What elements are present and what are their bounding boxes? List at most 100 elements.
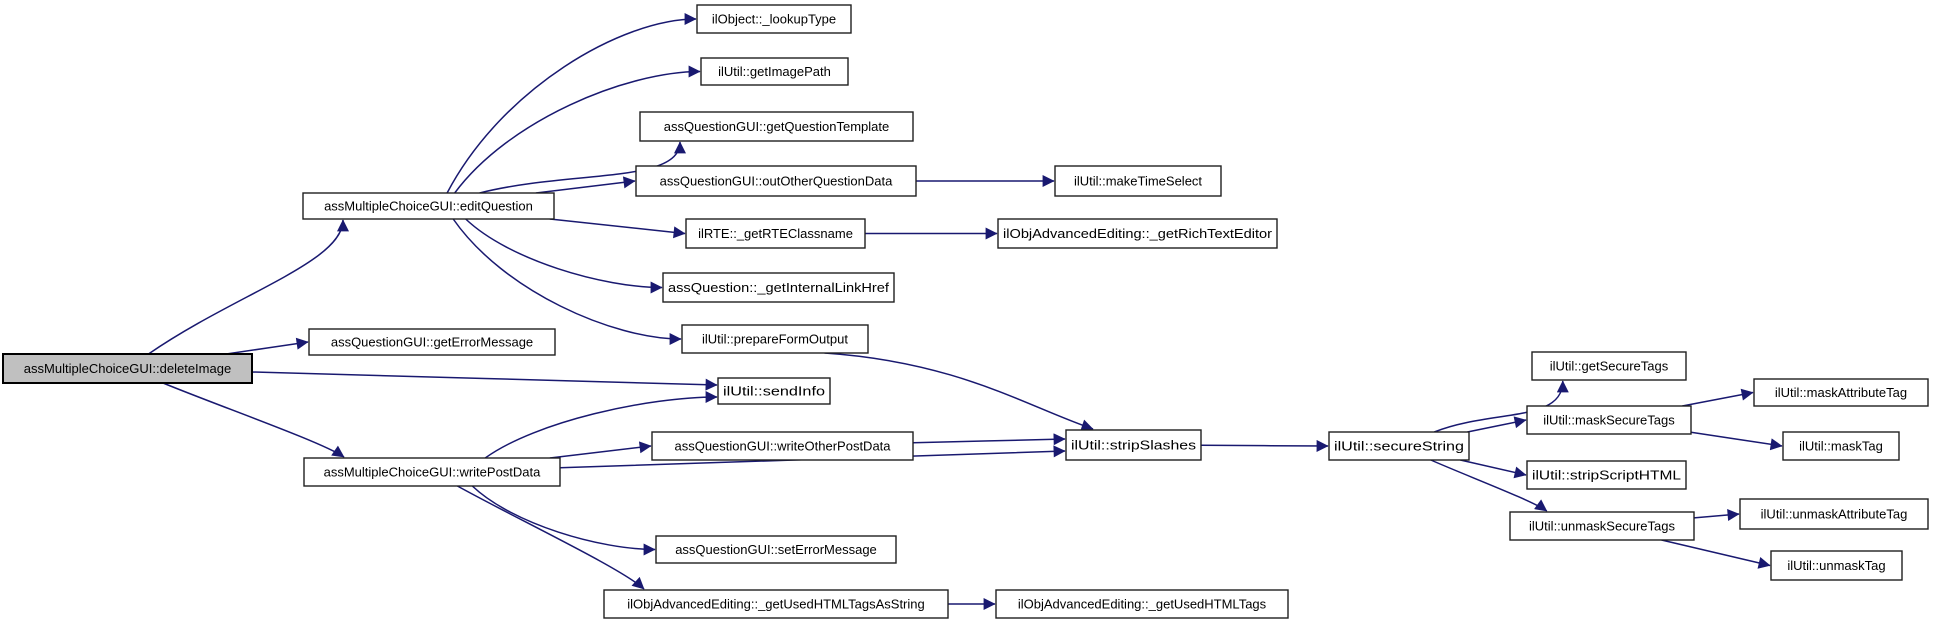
edge-deleteImage-to-getErrorMessage: [226, 337, 309, 355]
node-box: [1531, 351, 1687, 381]
node-label: ilObjAdvancedEditing::_getUsedHTMLTagsAs…: [627, 597, 924, 612]
edge-secureString-to-getSecureTags: [1434, 380, 1569, 433]
edge-unmaskSecureTags-to-unmaskAttributeTag: [1693, 509, 1740, 521]
edge-writePostData-to-sendInfo: [484, 391, 718, 459]
node-label: ilUtil::maskSecureTags: [1543, 413, 1675, 428]
node-makeTimeSelect[interactable]: ilUtil::makeTimeSelect: [1054, 165, 1222, 197]
node-stripSlashes[interactable]: ilUtil::stripSlashes: [1065, 429, 1202, 461]
node-label: ilUtil::prepareFormOutput: [702, 332, 848, 347]
node-editQuestion[interactable]: assMultipleChoiceGUI::editQuestion: [302, 192, 555, 220]
node-label: ilUtil::unmaskSecureTags: [1529, 519, 1675, 534]
node-box: [655, 535, 897, 564]
node-label: ilUtil::maskAttributeTag: [1775, 385, 1907, 400]
node-getRichTextEditor[interactable]: ilObjAdvancedEditing::_getRichTextEditor: [997, 218, 1278, 249]
edge-editQuestion-to-getImagePath: [454, 65, 701, 194]
node-writeOtherPostData[interactable]: assQuestionGUI::writeOtherPostData: [651, 431, 914, 461]
node-outOtherQuestionData[interactable]: assQuestionGUI::outOtherQuestionData: [635, 165, 917, 197]
node-label: ilUtil::stripScriptHTML: [1532, 468, 1681, 483]
node-unmaskAttributeTag[interactable]: ilUtil::unmaskAttributeTag: [1739, 498, 1929, 530]
node-label: ilUtil::stripSlashes: [1071, 438, 1197, 453]
node-getInternalLinkHref[interactable]: assQuestion::_getInternalLinkHref: [662, 272, 895, 303]
node-box: [1753, 378, 1929, 407]
edge-maskSecureTags-to-maskAttributeTag: [1682, 388, 1754, 407]
node-box: [1054, 165, 1222, 197]
node-box: [1509, 511, 1695, 541]
node-box: [1739, 498, 1929, 530]
node-label: ilObject::_lookupType: [712, 12, 836, 27]
node-prepareFormOutput[interactable]: ilUtil::prepareFormOutput: [681, 324, 869, 354]
node-unmaskTag[interactable]: ilUtil::unmaskTag: [1770, 550, 1903, 581]
node-getImagePath[interactable]: ilUtil::getImagePath: [700, 57, 849, 86]
node-box: [1782, 431, 1900, 461]
node-stripScriptHTML[interactable]: ilUtil::stripScriptHTML: [1526, 460, 1687, 490]
edge-writePostData-to-setErrorMessage: [471, 485, 656, 556]
node-label: ilUtil::getImagePath: [718, 64, 831, 79]
node-box: [662, 272, 895, 303]
node-label: ilUtil::unmaskTag: [1787, 558, 1885, 573]
edge-editQuestion-to-getInternalLinkHref: [465, 218, 663, 294]
edge-writePostData-to-getUsedHTMLTagsAsString: [457, 485, 645, 590]
node-sendInfo[interactable]: ilUtil::sendInfo: [717, 377, 831, 405]
node-maskSecureTags[interactable]: ilUtil::maskSecureTags: [1526, 405, 1692, 435]
node-box: [1328, 431, 1470, 461]
node-label: assQuestion::_getInternalLinkHref: [668, 280, 889, 295]
node-getSecureTags[interactable]: ilUtil::getSecureTags: [1531, 351, 1687, 381]
node-maskTag[interactable]: ilUtil::maskTag: [1782, 431, 1900, 461]
node-label: ilRTE::_getRTEClassname: [698, 226, 853, 241]
node-label: assQuestionGUI::getErrorMessage: [331, 335, 533, 350]
edge-unmaskSecureTags-to-unmaskTag: [1661, 539, 1771, 569]
node-box: [302, 192, 555, 220]
edge-editQuestion-to-outOtherQuestionData: [535, 176, 636, 194]
node-label: ilUtil::getSecureTags: [1550, 359, 1669, 374]
node-box: [1526, 405, 1692, 435]
node-box: [635, 165, 917, 197]
edge-editQuestion-to-prepareFormOutput: [452, 218, 682, 345]
node-box: [681, 324, 869, 354]
edge-maskSecureTags-to-maskTag: [1690, 431, 1783, 451]
node-box: [308, 328, 556, 356]
node-box: [696, 4, 852, 34]
edge-writeOtherPostData-to-stripSlashes: [912, 433, 1066, 446]
node-box: [639, 111, 914, 142]
node-secureString[interactable]: ilUtil::secureString: [1328, 431, 1470, 461]
node-maskAttributeTag[interactable]: ilUtil::maskAttributeTag: [1753, 378, 1929, 407]
node-box: [651, 431, 914, 461]
node-deleteImage[interactable]: assMultipleChoiceGUI::deleteImage: [2, 353, 253, 384]
edge-deleteImage-to-editQuestion: [148, 219, 349, 355]
edge-editQuestion-to-getRTEClassname: [549, 218, 686, 239]
node-getRTEClassname[interactable]: ilRTE::_getRTEClassname: [685, 218, 866, 249]
node-box: [995, 589, 1289, 619]
edge-writePostData-to-writeOtherPostData: [549, 441, 652, 459]
node-label: assQuestionGUI::writeOtherPostData: [674, 439, 891, 454]
edge-stripSlashes-to-secureString: [1200, 439, 1329, 452]
node-box: [700, 57, 849, 86]
highlighted-node-box: [2, 353, 253, 384]
node-box: [1065, 429, 1202, 461]
node-label: ilObjAdvancedEditing::_getUsedHTMLTags: [1018, 597, 1267, 612]
node-getQuestionTemplate[interactable]: assQuestionGUI::getQuestionTemplate: [639, 111, 914, 142]
node-setErrorMessage[interactable]: assQuestionGUI::setErrorMessage: [655, 535, 897, 564]
node-getUsedHTMLTagsAsString[interactable]: ilObjAdvancedEditing::_getUsedHTMLTagsAs…: [603, 589, 949, 619]
node-box: [997, 218, 1278, 249]
node-label: ilUtil::secureString: [1334, 439, 1464, 454]
edge-secureString-to-stripScriptHTML: [1460, 459, 1527, 479]
node-box: [1770, 550, 1903, 581]
edge-deleteImage-to-sendInfo: [251, 371, 718, 391]
node-writePostData[interactable]: assMultipleChoiceGUI::writePostData: [303, 457, 561, 487]
edge-editQuestion-to-getQuestionTemplate: [479, 141, 686, 194]
node-box: [685, 218, 866, 249]
node-getUsedHTMLTags[interactable]: ilObjAdvancedEditing::_getUsedHTMLTags: [995, 589, 1289, 619]
node-label: ilObjAdvancedEditing::_getRichTextEditor: [1003, 226, 1273, 241]
node-label: assQuestionGUI::outOtherQuestionData: [660, 174, 893, 189]
node-label: assMultipleChoiceGUI::editQuestion: [324, 199, 533, 214]
node-box: [603, 589, 949, 619]
node-label: assQuestionGUI::getQuestionTemplate: [664, 119, 889, 134]
node-lookupType[interactable]: ilObject::_lookupType: [696, 4, 852, 34]
node-label: assQuestionGUI::setErrorMessage: [675, 542, 877, 557]
node-unmaskSecureTags[interactable]: ilUtil::unmaskSecureTags: [1509, 511, 1695, 541]
node-getErrorMessage[interactable]: assQuestionGUI::getErrorMessage: [308, 328, 556, 356]
node-label: ilUtil::unmaskAttributeTag: [1761, 507, 1908, 522]
edge-prepareFormOutput-to-stripSlashes: [824, 352, 1094, 432]
